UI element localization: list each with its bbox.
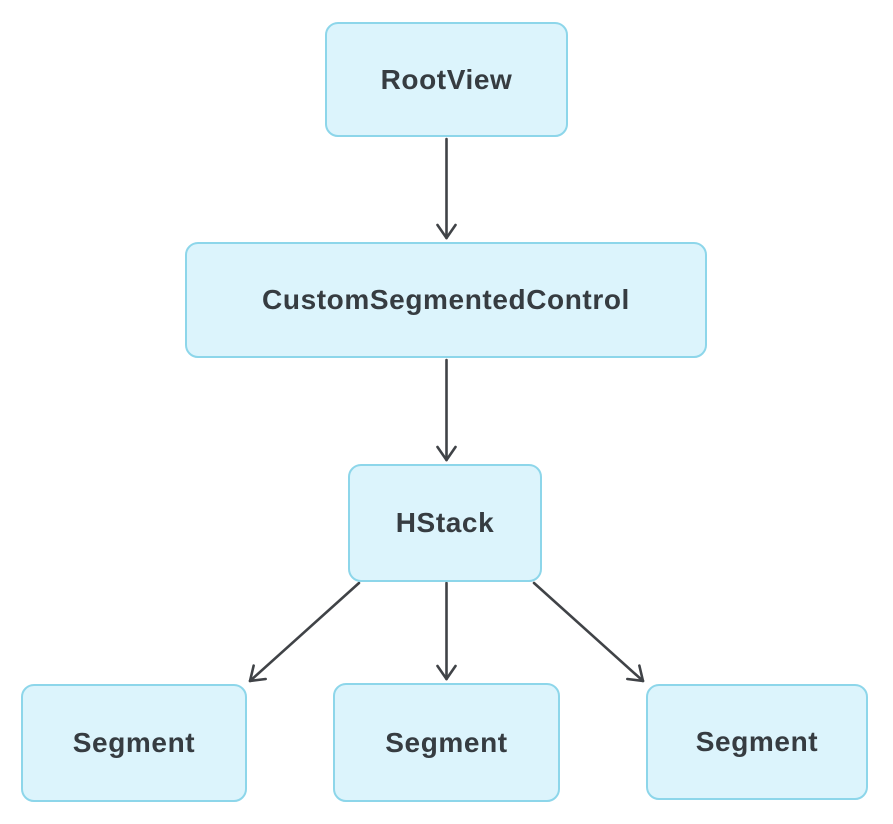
node-segment-1-label: Segment — [72, 727, 196, 758]
node-custom-segmented-control-label: CustomSegmentedControl — [262, 284, 630, 315]
node-root-view-label: RootView — [380, 63, 513, 95]
node-hstack: HStack — [348, 464, 542, 582]
node-root-view: RootView — [325, 22, 568, 137]
node-segment-3-label: Segment — [695, 726, 819, 757]
node-segment-2: Segment — [333, 683, 560, 802]
node-custom-segmented-control: CustomSegmentedControl — [185, 242, 707, 358]
node-segment-2-label: Segment — [385, 726, 508, 758]
node-segment-3: Segment — [646, 684, 868, 800]
node-segment-1: Segment — [21, 684, 247, 802]
edge-hstack-to-segment-3 — [532, 581, 645, 683]
edge-hstack-to-segment-1 — [248, 581, 361, 683]
node-hstack-label: HStack — [395, 507, 495, 538]
